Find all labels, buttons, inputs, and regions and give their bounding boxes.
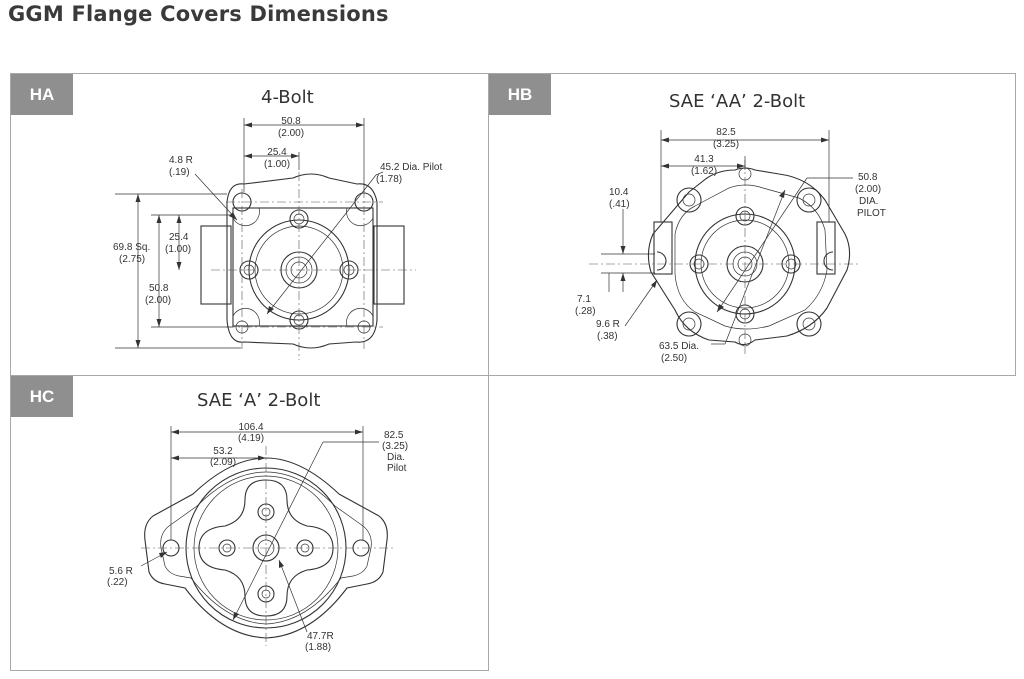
drawing-hb-sae-aa-flange: 82.5 (3.25) 41.3 (1.62) 50.8 (2.00) DIA.…: [575, 127, 886, 364]
dim-hb-pilot-label: PILOT: [857, 208, 886, 219]
dim-ha-overall-width: 50.8: [281, 116, 301, 127]
panel-title-hc: SAE ‘A’ 2-Bolt: [197, 390, 321, 411]
dim-ha-corner-radius: 4.8 R: [169, 155, 193, 166]
dim-hb-overall-width-in: (3.25): [713, 139, 739, 150]
page-title: GGM Flange Covers Dimensions: [8, 2, 389, 26]
dim-hb-overall-width: 82.5: [716, 127, 736, 138]
panel-title-hb: SAE ‘AA’ 2-Bolt: [669, 91, 806, 112]
dim-hc-overall-width: 106.4: [238, 422, 263, 433]
dim-hb-half-width: 41.3: [694, 154, 714, 165]
dim-hb-pilot-dia: DIA.: [859, 196, 878, 207]
dim-hb-pilot: 50.8: [858, 172, 878, 183]
dim-hb-height-2: 7.1: [577, 294, 591, 305]
dim-hc-boss-radius-in: (1.88): [305, 642, 331, 653]
dim-ha-pilot-in: (1.78): [376, 174, 402, 185]
dim-hc-ear-radius-in: (.22): [107, 577, 128, 588]
drawing-hc-sae-a-flange: 106.4 (4.19) 53.2 (2.09) 82.5 (3.25) Dia…: [107, 422, 408, 653]
dim-ha-overall-width-in: (2.00): [278, 128, 304, 139]
dim-hc-half-width-in: (2.09): [210, 457, 236, 468]
dim-hc-pilot-label: Pilot: [387, 463, 407, 474]
panel-tag-ha: HA: [11, 74, 73, 115]
dim-ha-v-outer-in: (2.00): [145, 295, 171, 306]
dim-hb-height-1-in: (.41): [609, 199, 630, 210]
dim-ha-v-half-in: (1.00): [165, 244, 191, 255]
dim-hc-half-width: 53.2: [213, 446, 233, 457]
panel-hc-sae-a-2-bolt: HC SAE ‘A’ 2-Bolt: [10, 375, 489, 671]
dim-ha-square-in: (2.75): [119, 254, 145, 265]
panel-tag-hc: HC: [11, 376, 73, 417]
dim-hc-pilot-in: (3.25): [382, 441, 408, 452]
dim-hc-pilot-dia: Dia.: [387, 452, 405, 463]
panel-title-ha: 4-Bolt: [261, 87, 314, 108]
dim-hc-boss-radius: 47.7R: [307, 631, 334, 642]
panel-hb-sae-aa-2-bolt: HB SAE ‘AA’ 2-Bolt: [488, 73, 1016, 376]
dim-ha-pilot: 45.2 Dia. Pilot: [380, 162, 442, 173]
panel-tag-hb: HB: [489, 74, 551, 115]
dim-ha-corner-radius-in: (.19): [169, 167, 190, 178]
dim-hb-pilot-in: (2.00): [855, 184, 881, 195]
dim-hc-ear-radius: 5.6 R: [109, 566, 133, 577]
dim-ha-half-width-in: (1.00): [264, 159, 290, 170]
dim-ha-v-outer: 50.8: [149, 283, 169, 294]
drawing-ha-4-bolt-flange: 50.8 (2.00) 25.4 (1.00) 4.8 R (.19) 45.2…: [113, 116, 442, 360]
dim-hb-radius-in: (.38): [597, 331, 618, 342]
panel-ha-4-bolt: HA 4-Bolt: [10, 73, 489, 376]
dim-hb-diameter-in: (2.50): [661, 353, 687, 364]
dim-hc-overall-width-in: (4.19): [238, 433, 264, 444]
dim-hc-pilot: 82.5: [384, 430, 404, 441]
dim-hb-radius: 9.6 R: [596, 319, 620, 330]
dim-hb-height-1: 10.4: [609, 187, 629, 198]
dim-hb-height-2-in: (.28): [575, 306, 596, 317]
dim-hb-diameter: 63.5 Dia.: [659, 341, 699, 352]
dim-ha-v-half: 25.4: [169, 232, 189, 243]
dim-ha-half-width: 25.4: [267, 147, 287, 158]
dim-hb-half-width-in: (1.62): [691, 166, 717, 177]
dim-ha-square: 69.8 Sq.: [113, 242, 150, 253]
